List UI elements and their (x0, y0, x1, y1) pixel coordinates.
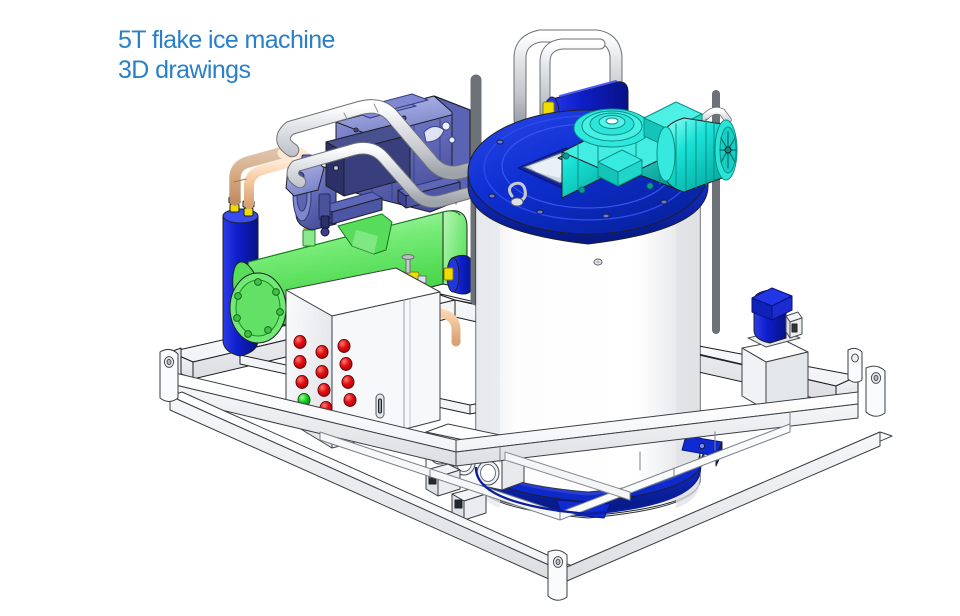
compressor-oil-valve (318, 193, 331, 237)
title-block: 5T flake ice machine 3D drawings (118, 26, 335, 85)
condenser-flange (229, 272, 287, 344)
base-skid-frame-front (169, 371, 893, 585)
tank-bottom-edge (474, 466, 702, 516)
drive-motor (643, 101, 738, 193)
title-line-1: 5T flake ice machine (118, 26, 335, 54)
refrigerant-elbow (443, 254, 475, 295)
panel-door-handle[interactable] (375, 393, 385, 419)
lid-lifting-eye (507, 181, 527, 207)
title-line-2: 3D drawings (118, 55, 251, 84)
water-pump (741, 287, 809, 411)
suction-pipe (276, 29, 732, 334)
lifting-lug (159, 347, 886, 601)
